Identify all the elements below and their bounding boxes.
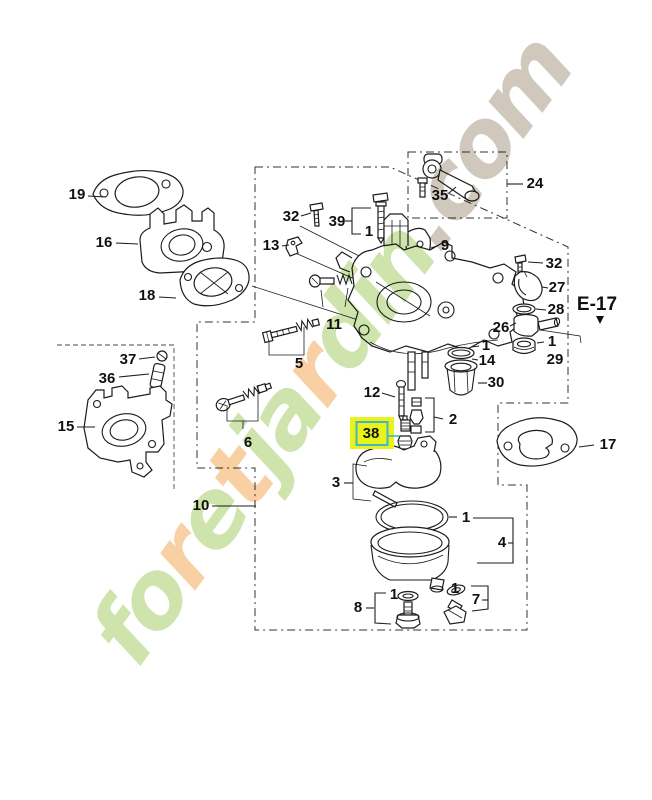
label-5: 5: [295, 355, 303, 372]
leader-dashes: [77, 183, 595, 609]
main-section-boundary: [196, 166, 569, 631]
left-group-bracket: [57, 344, 175, 492]
part-27-cap: [513, 270, 543, 302]
highlight-38-callout[interactable]: 38: [350, 417, 399, 449]
label-30: 30: [488, 374, 505, 391]
label-37: 37: [120, 351, 137, 368]
part-30-cup: [444, 359, 478, 396]
part-2-jet-set: [409, 397, 424, 434]
label-9: 9: [441, 237, 449, 254]
part-19-gasket: [92, 169, 184, 216]
label-1-39: 1: [365, 223, 373, 240]
part-11-stop-screw: [308, 273, 353, 308]
part-6-screw-set: [215, 382, 273, 412]
label-27: 27: [549, 279, 566, 296]
part-28-washer: [512, 303, 536, 315]
label-1-8: 1: [390, 586, 398, 603]
part-15-stay: [83, 385, 173, 478]
label-brackets: [351, 207, 514, 625]
label-18: 18: [139, 287, 156, 304]
label-29: 29: [547, 351, 564, 368]
part-29-ring: [512, 337, 536, 355]
label-1-7: 1: [451, 580, 459, 597]
part-7-bolt: [443, 599, 467, 625]
part-3-float: [355, 435, 442, 508]
label-24: 24: [527, 175, 544, 192]
e17-arrow-icon: [596, 316, 604, 324]
label-12: 12: [364, 384, 381, 401]
label-7: 7: [472, 591, 480, 608]
part-18-gasket: [179, 257, 250, 307]
part-5-pilot-screw: [261, 317, 321, 344]
label-4: 4: [498, 534, 507, 551]
part-5-bracket: [268, 327, 305, 356]
highlight-38-label: 38: [363, 425, 380, 442]
part-number-labels: 19 16 18 32 39 1 13 35 24 9 11 5 37 36 1…: [58, 175, 617, 616]
part-1-washer-8: [397, 590, 419, 602]
label-8: 8: [354, 599, 362, 616]
label-e17: E-17: [577, 294, 617, 315]
part-38-valve-seat: [397, 415, 413, 450]
label-1-14: 1: [482, 337, 490, 354]
label-14: 14: [479, 352, 496, 369]
label-1-bowl: 1: [462, 509, 470, 526]
label-28: 28: [548, 301, 565, 318]
part-39-float-pin-screw: [372, 192, 389, 245]
part-26-fuel-joint: [513, 313, 561, 337]
label-3: 3: [332, 474, 340, 491]
label-13: 13: [263, 237, 280, 254]
label-11: 11: [326, 316, 342, 333]
carburetor-body: [335, 213, 525, 391]
part-8-drain-bolt: [395, 601, 421, 629]
label-26: 26: [493, 319, 510, 336]
part-13-clip: [285, 236, 303, 257]
part-3-bracket: [352, 463, 372, 502]
part-36-valve: [149, 362, 166, 389]
label-39: 39: [329, 213, 346, 230]
part-32-screw-right: [514, 254, 527, 276]
label-6: 6: [244, 434, 252, 451]
label-2: 2: [449, 411, 457, 428]
part-17-gasket: [496, 417, 578, 467]
part-6-bracket: [226, 385, 259, 429]
label-19: 19: [69, 186, 86, 203]
part-35-choke-lever: [417, 153, 480, 202]
label-15: 15: [58, 418, 75, 435]
part-12-float-valve: [395, 379, 407, 424]
part-37-clip: [156, 350, 168, 362]
label-35: 35: [432, 187, 449, 204]
part-14-oring: [447, 346, 475, 360]
label-32-top: 32: [283, 208, 300, 225]
part-1-washer-7: [446, 584, 466, 596]
label-16: 16: [96, 234, 113, 251]
choke-lever-box: [407, 151, 508, 219]
part-32-screw-top: [309, 202, 324, 227]
label-10: 10: [193, 497, 210, 514]
label-32-right: 32: [546, 255, 563, 272]
label-36: 36: [99, 370, 116, 387]
highlight-38-border: [355, 421, 389, 446]
label-1-29: 1: [548, 333, 556, 350]
float-bowl: [370, 526, 450, 593]
label-17: 17: [600, 436, 617, 453]
